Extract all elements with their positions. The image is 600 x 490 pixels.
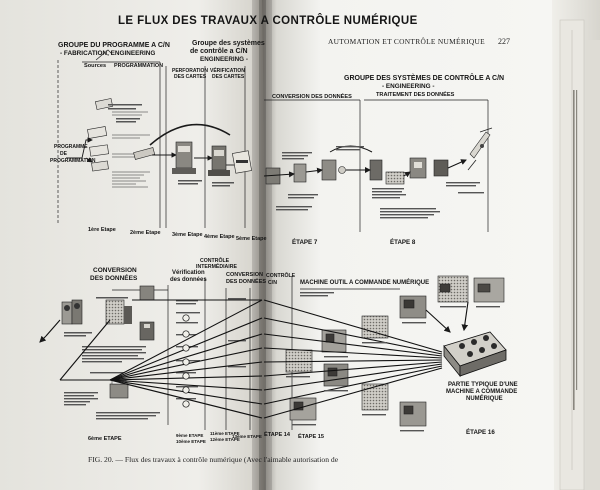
typical-machined-part: [443, 331, 507, 378]
conversion-b-heading-2: DES DONNÉES: [226, 277, 266, 285]
page-number: 227: [498, 37, 510, 46]
magnetic-tape-units: [61, 299, 83, 325]
right-bottom-flow-lines: [263, 299, 469, 419]
conversion-heading-2: DES DONNÉES: [90, 273, 138, 282]
step-12-label: 12ème ETAPE: [210, 437, 240, 442]
step-1-label: 1ère Etape: [88, 227, 116, 233]
step-9-label: 9ème ETAPE: [176, 433, 203, 438]
right-top-annotations: [276, 146, 484, 219]
group-programme-subheading: - FABRICATION, ENGINEERING: [60, 50, 155, 57]
right-top-frame: [264, 99, 489, 232]
card-reader: [139, 285, 155, 341]
step-15-label: ÉTAPE 15: [298, 432, 324, 440]
controle-cn-label: CONTRÔLE: [266, 271, 296, 279]
traitement-label: TRAITEMENT DES DONNÉES: [376, 90, 455, 98]
step-14-label: ÉTAPE 14: [264, 430, 291, 438]
column-verification: VÉRIFICATION: [210, 66, 245, 74]
column-programmation: PROGRAMMATION: [114, 63, 163, 69]
controle-cn-label-2: C/N: [268, 280, 277, 286]
column-cartes: DES CARTES: [174, 74, 207, 80]
controle-heading-2: INTERMÉDIAIRE: [196, 262, 237, 270]
card-deck: [232, 150, 252, 174]
step-11-label: 11ème ETAPE: [210, 431, 240, 436]
group-programme-heading: GROUPE DU PROGRAMME A C/N: [58, 42, 170, 49]
step-7-label: ÉTAPE 7: [292, 238, 318, 246]
step-6-label: 6ème ETAPE: [88, 436, 122, 442]
verification-heading: Vérification: [172, 270, 205, 276]
source-documents: [87, 98, 156, 188]
page-edge-marks: [573, 90, 578, 410]
verification-heading-2: des données: [170, 277, 207, 283]
conversion-label: CONVERSION DES DONNÉES: [272, 92, 352, 100]
group-systemes-heading-2: de contrôle a C/N: [190, 48, 248, 55]
right-group-title: GROUPE DES SYSTÈMES DE CONTRÔLE A C/N: [344, 73, 504, 82]
machine-outil-title: MACHINE OUTIL A COMMANDE NUMÉRIQUE: [300, 278, 429, 286]
verification-nodes: [182, 314, 190, 408]
conversion-heading: CONVERSION: [93, 267, 137, 274]
step-3-label: 3ème Etape: [172, 232, 203, 238]
right-bottom-annotations: [286, 292, 500, 432]
side-label-programmation: PROGRAMMATION: [50, 158, 96, 164]
step-13-label: 13ème ETAPE: [232, 434, 262, 439]
right-group-subtitle: - ENGINEERING -: [382, 83, 435, 90]
controle-heading: CONTRÔLE: [200, 256, 230, 264]
group-systemes-heading: Groupe des systèmes: [192, 40, 265, 47]
step-16-label: ÉTAPE 16: [466, 428, 495, 436]
top-annotations: [108, 104, 234, 187]
bottom-flow-frame: [112, 278, 251, 430]
column-sources: Sources: [84, 63, 106, 69]
machine-tool-thumbnails: [285, 275, 505, 427]
drill-tool-icon: [467, 127, 493, 171]
computer-1401: [105, 299, 132, 325]
figure-caption: FIG. 20. — Flux des travaux à contrôle n…: [88, 455, 339, 464]
conversion-b-heading: CONVERSION: [226, 272, 263, 278]
step-8-label: ÉTAPE 8: [390, 238, 416, 246]
typical-part-caption-2: MACHINE A COMMANDE: [446, 389, 517, 395]
central-computer: [369, 157, 449, 185]
top-flow-frame: [57, 49, 246, 228]
right-top-flow-lines: [263, 145, 467, 178]
left-page: [0, 0, 265, 490]
card-punch-machine: [172, 141, 196, 174]
left-page-title: LE FLUX DES TRAVAUX A CONTRÔLE NUMÉRIQUE: [118, 14, 418, 27]
card-verifier-machine: [208, 145, 230, 176]
running-header: AUTOMATION ET CONTRÔLE NUMÉRIQUE: [328, 36, 485, 46]
column-perforation: PERFORATION: [172, 68, 208, 74]
group-systemes-subheading: ENGINEERING -: [200, 56, 248, 63]
step-4-label: 4ème Etape: [204, 234, 235, 240]
step-5-label: 5ème Etape: [236, 236, 267, 242]
column-des-cartes: DES CARTES: [212, 74, 245, 80]
book-gutter: [252, 0, 272, 490]
side-label-programme: PROGRAMME: [54, 144, 88, 150]
typical-part-caption-1: PARTIE TYPIQUE D'UNE: [448, 382, 518, 388]
side-label-de: DE: [60, 151, 68, 157]
typical-part-caption-3: NUMÉRIQUE: [466, 394, 503, 402]
step-10-label: 10ème ETAPE: [176, 439, 206, 444]
step-2-label: 2ème Etape: [130, 230, 161, 236]
